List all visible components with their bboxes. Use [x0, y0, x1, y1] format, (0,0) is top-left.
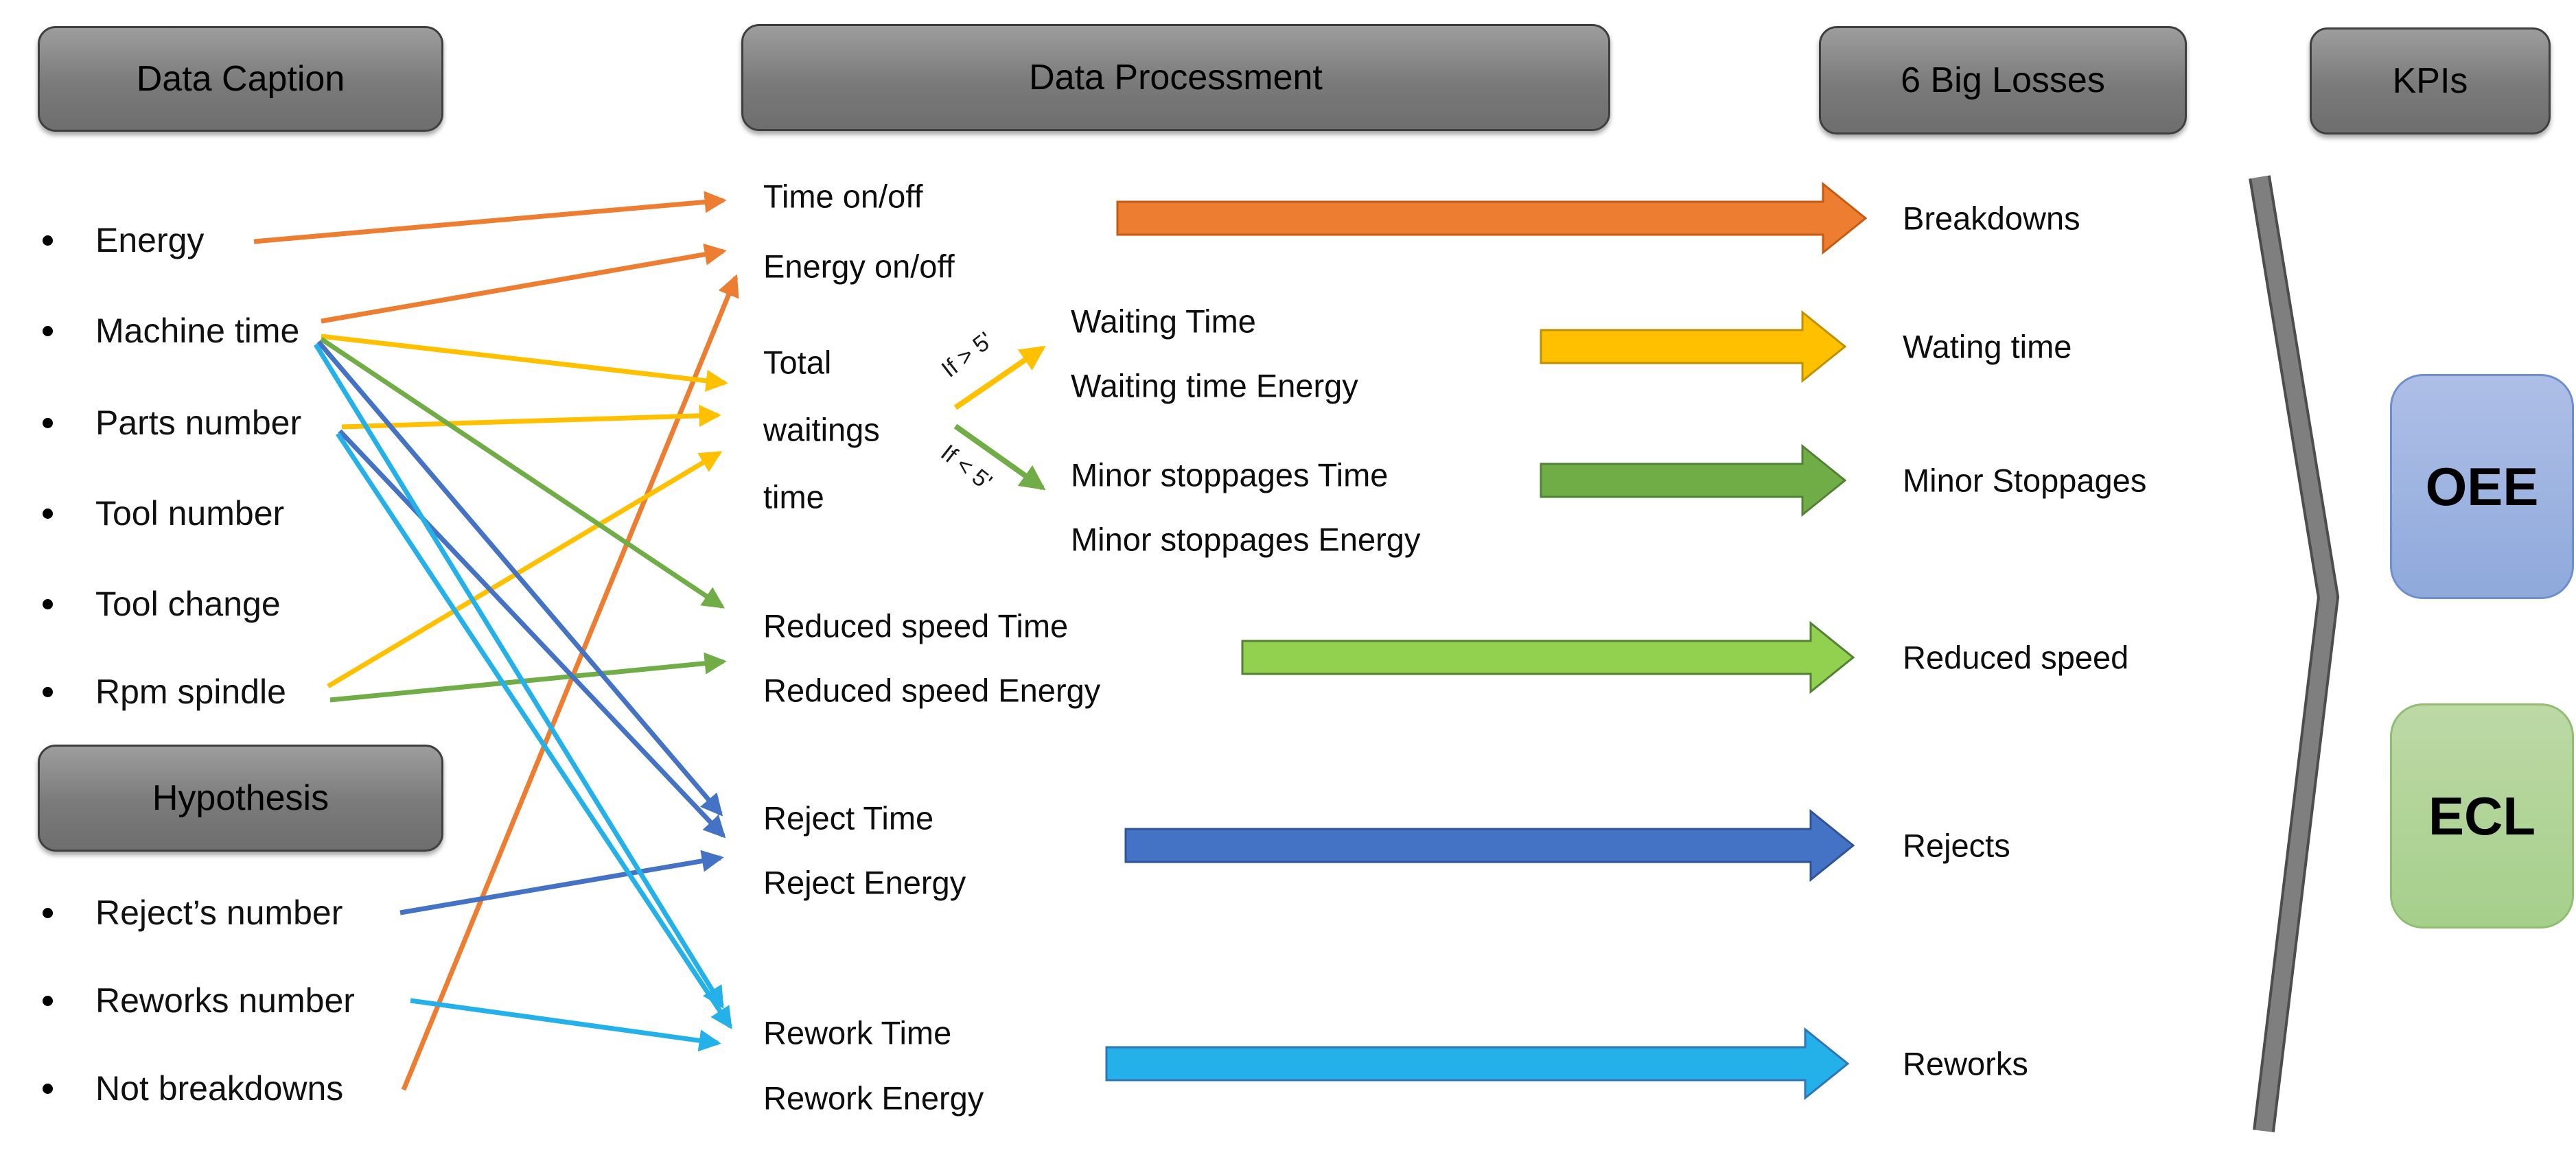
list-item-label: Reworks number [95, 981, 355, 1020]
flow-arrow-breakdowns [1116, 181, 1868, 255]
loss-label-reduced-speed: Reduced speed [1903, 639, 2129, 676]
header-six-big-losses: 6 Big Losses [1819, 26, 2187, 135]
process-label-waiting-time: Waiting Time [1071, 303, 1256, 340]
condition-label-lt-5: If < 5' [936, 439, 997, 495]
list-item-not-breakdowns: Not breakdowns [43, 1068, 343, 1108]
bullet-icon [43, 598, 53, 609]
bullet-icon [43, 907, 53, 918]
connector-rpm_spindle-to-reduced_speed [329, 652, 727, 703]
process-label-time: time [763, 478, 824, 515]
process-label-energy-on-off: Energy on/off [763, 248, 955, 285]
process-label-minor-stoppages-time: Minor stoppages Time [1071, 456, 1389, 493]
loss-label-rejects: Rejects [1903, 827, 2010, 864]
flow-arrow-reduced-speed [1241, 620, 1855, 694]
loss-label-breakdowns: Breakdowns [1903, 200, 2080, 237]
flow-arrow-wating-time [1540, 309, 1847, 384]
flow-arrow-minor-stoppages [1540, 443, 1847, 517]
bullet-icon [43, 235, 53, 246]
list-item-label: Reject’s number [95, 893, 343, 932]
header-label: Data Caption [136, 59, 345, 99]
list-item-tool-change: Tool change [43, 584, 281, 624]
list-item-parts-number: Parts number [43, 403, 301, 443]
process-label-rework-time: Rework Time [763, 1014, 952, 1051]
list-item-rejects-number: Reject’s number [43, 893, 343, 933]
header-label: Hypothesis [152, 778, 329, 818]
flow-arrow-reworks [1105, 1027, 1850, 1101]
connector-machine_time-to-energy_on_off [321, 243, 727, 324]
process-label-waitings: waitings [763, 411, 880, 448]
connector-machine_time-to-reduced_speed [320, 337, 726, 609]
header-label: Data Processment [1029, 58, 1323, 97]
list-item-rpm-spindle: Rpm spindle [43, 672, 286, 712]
process-label-time-on-off: Time on/off [763, 178, 923, 215]
list-item-label: Tool change [95, 585, 281, 623]
list-item-label: Energy [95, 221, 205, 259]
process-label-minor-stoppages-energy: Minor stoppages Energy [1071, 521, 1421, 558]
list-item-energy: Energy [43, 220, 204, 260]
list-item-machine-time: Machine time [43, 311, 299, 351]
connector-machine_time-to-rework [314, 343, 724, 1009]
flow-arrow-rejects [1124, 808, 1855, 883]
connector-rejects_number-to-reject [399, 850, 724, 915]
kpi-box-ecl: ECL [2390, 703, 2574, 928]
bullet-icon [43, 325, 53, 336]
connector-not_breakdowns-to-energy_on_off [401, 274, 739, 1091]
connector-machine_time-to-reject [316, 340, 723, 817]
chevron-outline [2249, 175, 2340, 1132]
bullet-icon [43, 995, 53, 1006]
process-label-waiting-time-energy: Waiting time Energy [1071, 367, 1358, 404]
process-label-total: Total [763, 344, 832, 381]
connector-parts_number-to-rework [336, 432, 732, 1030]
process-label-reduced-speed-energy: Reduced speed Energy [763, 672, 1101, 709]
bullet-icon [43, 1083, 53, 1094]
bullet-icon [43, 686, 53, 697]
list-item-label: Machine time [95, 312, 300, 350]
process-label-reject-time: Reject Time [763, 799, 934, 837]
header-data-processment: Data Processment [741, 24, 1610, 131]
list-item-label: Parts number [95, 404, 302, 442]
header-data-caption: Data Caption [38, 26, 443, 132]
process-label-reject-energy: Reject Energy [763, 864, 966, 901]
list-item-label: Rpm spindle [95, 673, 286, 711]
process-label-rework-energy: Rework Energy [763, 1079, 984, 1117]
kpi-label: ECL [2428, 785, 2536, 846]
header-hypothesis: Hypothesis [38, 745, 443, 852]
header-label: KPIs [2392, 61, 2468, 101]
list-item-tool-number: Tool number [43, 493, 284, 533]
connector-parts_number-to-total_waitings [341, 404, 721, 430]
bullet-icon [43, 508, 53, 519]
list-item-label: Tool number [95, 494, 285, 533]
connector-energy-to-time_on_off [253, 191, 727, 244]
connector-reworks_number-to-rework [410, 998, 721, 1052]
connector-machine_time-to-total_waitings [321, 334, 728, 392]
kpi-box-oee: OEE [2390, 374, 2574, 599]
header-kpis: KPIs [2310, 27, 2551, 135]
list-item-reworks-number: Reworks number [43, 981, 355, 1020]
list-item-label: Not breakdowns [95, 1069, 344, 1108]
chevron-shape [2251, 176, 2337, 1132]
bullet-icon [43, 417, 53, 428]
kpi-label: OEE [2425, 456, 2539, 517]
connector-rpm_spindle-to-total_waitings [327, 450, 723, 689]
header-label: 6 Big Losses [1901, 60, 2105, 100]
loss-label-minor-stoppages: Minor Stoppages [1903, 462, 2147, 499]
process-label-reduced-speed-time: Reduced speed Time [763, 607, 1069, 644]
loss-label-wating-time: Wating time [1903, 328, 2072, 365]
loss-label-reworks: Reworks [1903, 1045, 2028, 1082]
condition-label-gt-5: If > 5' [936, 327, 998, 383]
